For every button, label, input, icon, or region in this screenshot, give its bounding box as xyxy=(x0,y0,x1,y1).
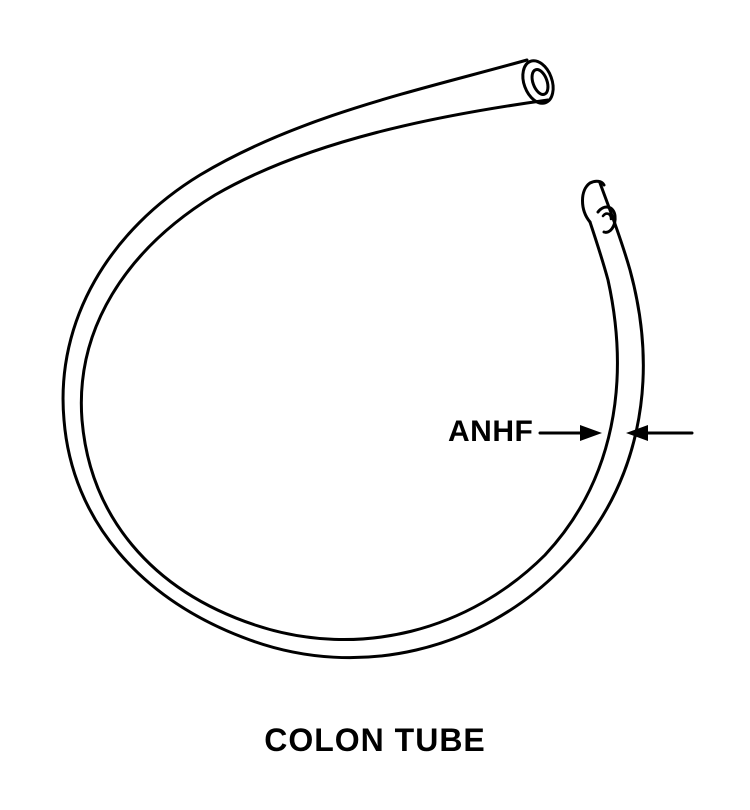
tube-side-eye-inner xyxy=(601,212,613,221)
tube-lumen xyxy=(530,68,550,96)
tube-open-end xyxy=(521,59,555,105)
dimension-arrowhead-right xyxy=(626,425,648,441)
tube-closed-tip xyxy=(581,179,606,224)
tube-outer-wall xyxy=(61,58,645,660)
dimension-label: ANHF xyxy=(448,415,534,448)
tube-side-eye xyxy=(596,205,617,234)
dimension-arrowhead-left xyxy=(580,425,602,441)
figure-caption: COLON TUBE xyxy=(264,722,486,758)
tube-inner-wall xyxy=(79,98,619,641)
